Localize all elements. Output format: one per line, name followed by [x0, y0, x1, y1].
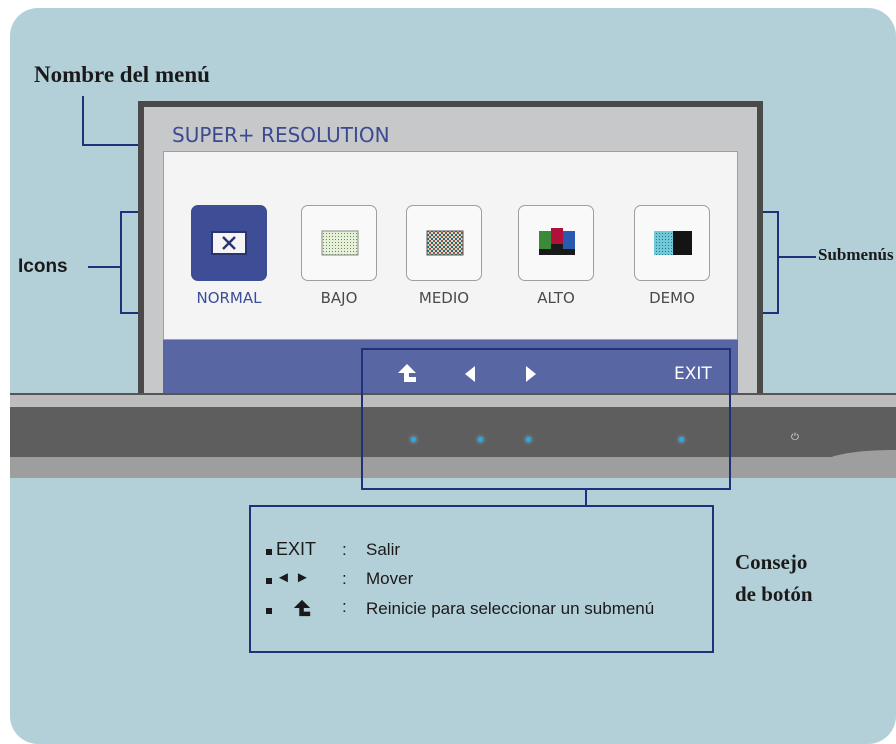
buttons-highlight-box [361, 348, 731, 490]
icons-callout-stub [88, 266, 120, 268]
bezel-bottom-strip [10, 457, 896, 478]
medio-label: MEDIO [418, 289, 470, 307]
tip-text-move: Mover [366, 569, 414, 588]
menu-callout-horizontal [82, 144, 138, 146]
bezel-button-strip [10, 407, 896, 457]
led-button-left[interactable] [478, 437, 483, 442]
icons-bracket-vertical [120, 211, 122, 314]
power-icon[interactable]: ⏻ [791, 432, 799, 443]
led-button-up[interactable] [411, 437, 416, 442]
right-arrow-icon[interactable] [524, 365, 538, 383]
tip-bullet [266, 608, 272, 614]
low-pattern-icon [321, 230, 359, 256]
high-color-bars-icon [539, 228, 575, 255]
tip-sep: : [342, 540, 347, 559]
icons-bracket-bottom [120, 312, 138, 314]
alto-option[interactable] [518, 205, 594, 281]
medium-pattern-icon [426, 230, 464, 256]
medio-option[interactable] [406, 205, 482, 281]
led-button-exit[interactable] [679, 437, 684, 442]
button-tip-line2: de botón [735, 582, 813, 606]
tip-sep: : [342, 597, 347, 616]
up-return-arrow-icon[interactable] [396, 362, 418, 384]
bajo-option[interactable] [301, 205, 377, 281]
submenus-label: Submenús [818, 245, 894, 264]
menu-callout-vertical [82, 96, 84, 145]
tip-text-exit: Salir [366, 540, 401, 559]
demo-split-icon [654, 231, 692, 255]
led-button-right[interactable] [526, 437, 531, 442]
button-tip-box [249, 505, 714, 653]
tip-text-select: Reinicie para seleccionar un submenú [366, 599, 655, 618]
button-tip-label: Consejo de botón [735, 546, 813, 610]
icons-label: Icons [18, 256, 68, 277]
submenus-callout-stub [779, 256, 816, 258]
osd-exit-label[interactable]: EXIT [674, 364, 712, 384]
tip-up-return-arrow-icon [293, 599, 311, 617]
demo-label: DEMO [649, 289, 695, 307]
alto-label: ALTO [537, 289, 575, 307]
menu-name-label: Nombre del menú [34, 62, 210, 87]
tip-bullet [266, 549, 272, 555]
icons-bracket-top [120, 211, 138, 213]
tip-key-move: ◄ ► [276, 569, 310, 586]
demo-option[interactable] [634, 205, 710, 281]
submenus-bracket-top [763, 211, 779, 213]
submenus-bracket-vertical [777, 211, 779, 314]
tip-sep: : [342, 569, 347, 588]
tip-key-exit: EXIT [276, 539, 317, 559]
tip-connector-vertical [585, 490, 587, 506]
close-x-icon [211, 231, 247, 255]
osd-title: SUPER+ RESOLUTION [172, 123, 390, 147]
bezel-top-strip [10, 393, 896, 409]
button-tip-line1: Consejo [735, 550, 808, 574]
tip-bullet [266, 578, 272, 584]
bezel-curve [740, 450, 896, 478]
bajo-label: BAJO [320, 289, 358, 307]
normal-option[interactable] [191, 205, 267, 281]
normal-label: NORMAL [196, 289, 262, 307]
submenus-bracket-bottom [763, 312, 779, 314]
left-arrow-icon[interactable] [463, 365, 477, 383]
